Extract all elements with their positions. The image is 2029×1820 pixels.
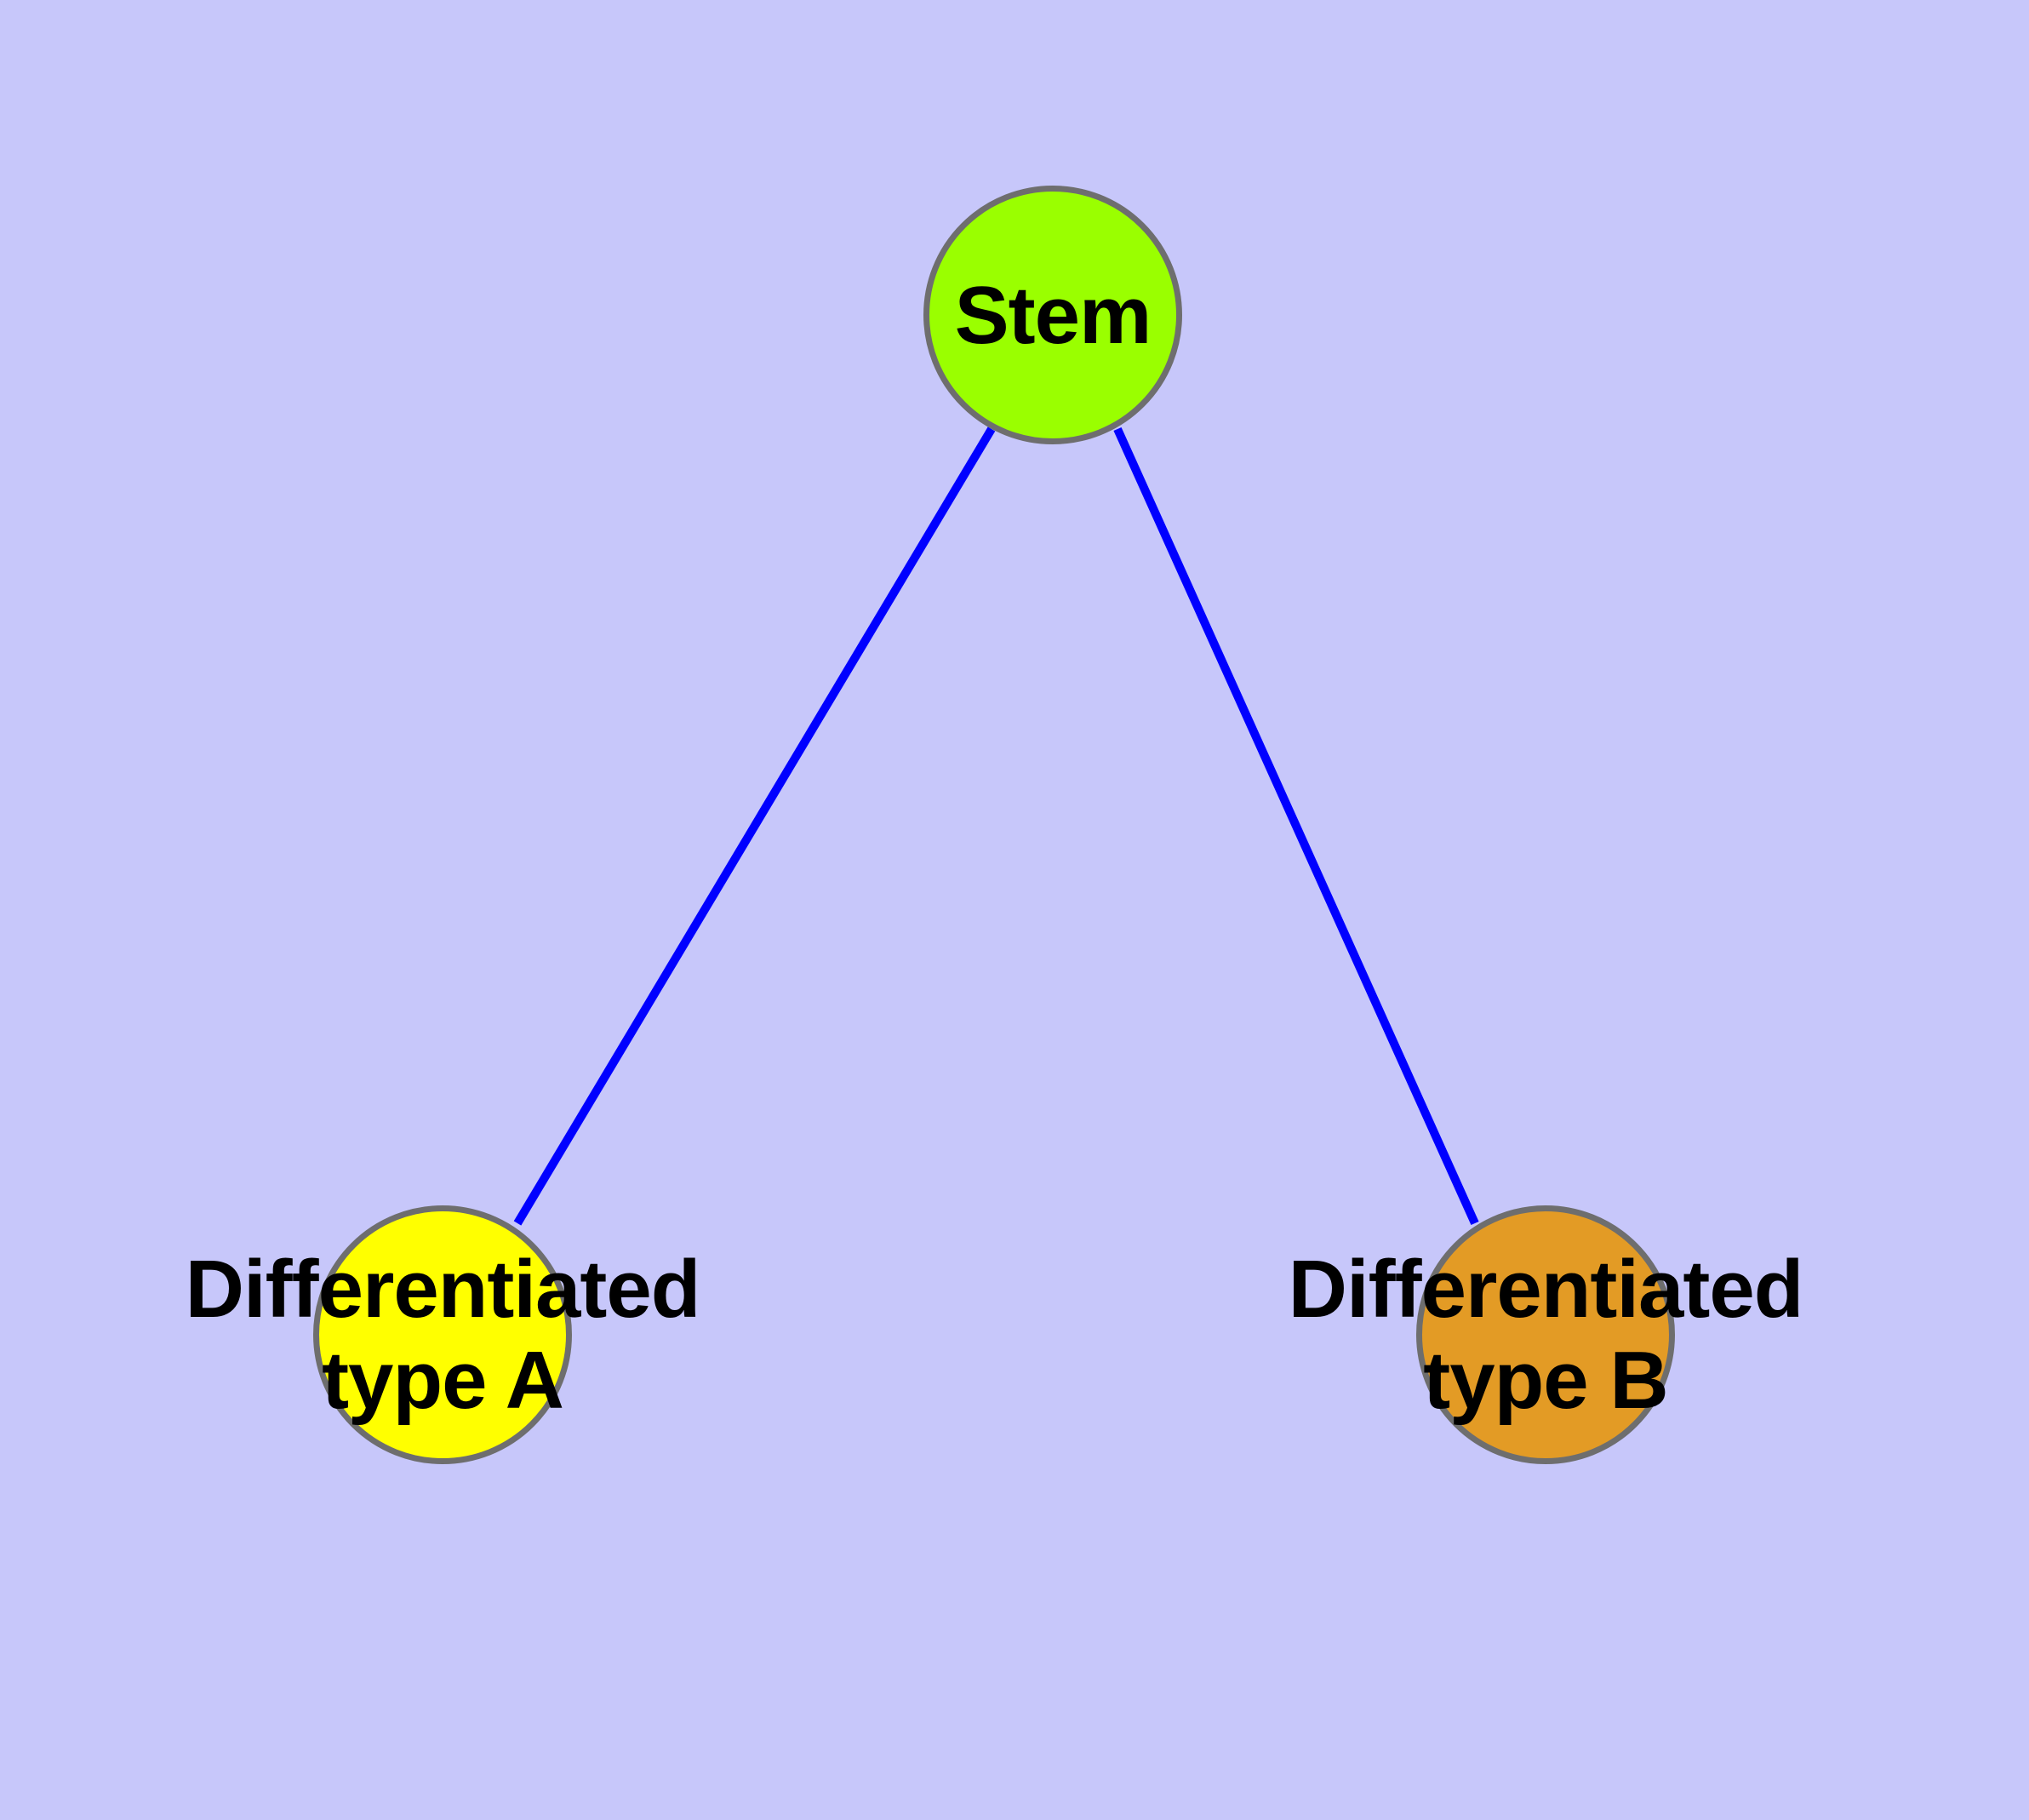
node-differentiated-type-b[interactable]	[1416, 1205, 1675, 1464]
edge-stem-to-differentiated-type-b	[1113, 426, 1479, 1226]
node-stem[interactable]	[923, 186, 1182, 444]
edge-stem-to-differentiated-type-a	[513, 426, 996, 1226]
node-differentiated-type-a[interactable]	[313, 1205, 572, 1464]
